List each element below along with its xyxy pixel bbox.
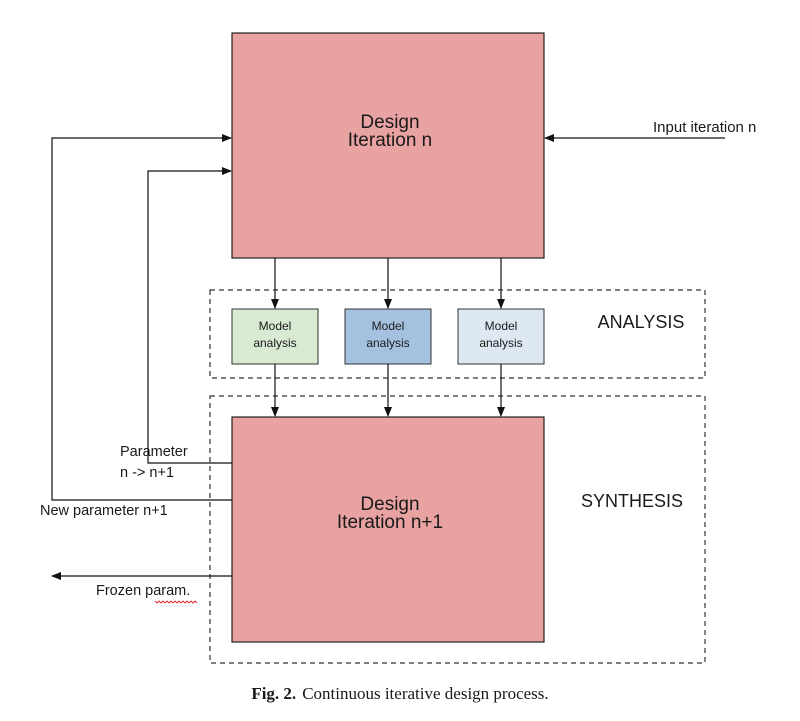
model-analysis-box xyxy=(344,308,432,365)
design-process-diagram: Design Iteration n Design Iteration n+1 … xyxy=(40,32,756,664)
bottom-block-subtitle: Iteration n+1 xyxy=(337,512,443,533)
model-analysis-label: Model xyxy=(259,319,292,333)
model-analysis-label: analysis xyxy=(366,336,409,350)
model-analysis-box xyxy=(231,308,319,365)
design-iteration-n-block xyxy=(231,32,545,259)
bottom-block-title: Design xyxy=(360,494,419,515)
top-block-title: Design xyxy=(360,112,419,133)
parameter-label-line2: n -> n+1 xyxy=(120,465,174,481)
model-analysis-label: Model xyxy=(485,319,518,333)
figure-number: Fig. 2. xyxy=(251,684,297,703)
new-parameter-label: New parameter n+1 xyxy=(40,503,168,519)
synthesis-label: SYNTHESIS xyxy=(581,491,683,511)
model-analysis-label: Model xyxy=(372,319,405,333)
design-iteration-n-plus-1-block xyxy=(231,416,545,643)
top-block-subtitle: Iteration n xyxy=(348,130,433,151)
model-analysis-label: analysis xyxy=(253,336,296,350)
parameter-label: Parameter xyxy=(120,444,188,460)
analysis-group-box xyxy=(209,289,706,379)
analysis-label: ANALYSIS xyxy=(598,312,685,332)
spellcheck-underline xyxy=(154,600,198,604)
figure-caption-text: Continuous iterative design process. xyxy=(302,684,549,703)
figure-caption: Fig. 2. Continuous iterative design proce… xyxy=(0,684,800,704)
synthesis-group-box xyxy=(209,395,706,664)
model-analysis-label: analysis xyxy=(479,336,522,350)
model-analysis-box xyxy=(457,308,545,365)
input-iteration-label: Input iteration n xyxy=(653,119,756,136)
parameter-feedback-arrow xyxy=(147,167,232,464)
frozen-param-label: Frozen param. xyxy=(96,583,190,599)
new-parameter-feedback-arrow xyxy=(51,134,232,501)
